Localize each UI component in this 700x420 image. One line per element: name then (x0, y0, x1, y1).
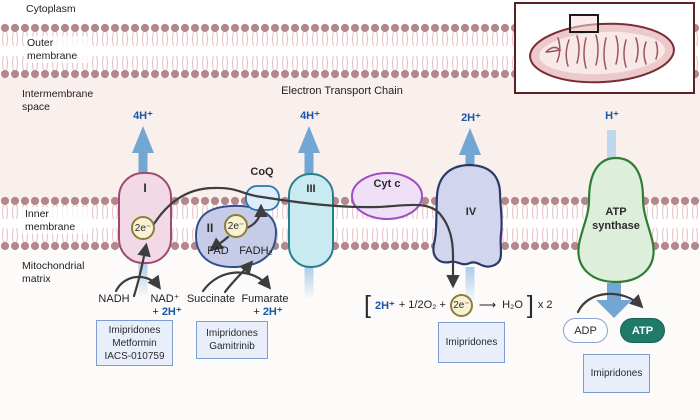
drug-box-complex1: Imipridones Metformin IACS-010759 (96, 320, 173, 366)
fumarate-label: Fumarate (241, 293, 289, 305)
proton-channel-complex1-bottom (138, 262, 148, 298)
drug-name: IACS-010759 (104, 350, 165, 362)
complex1-label: I (143, 181, 147, 195)
mitochondrion-illustration (529, 14, 675, 84)
drug-name: Imipridones (445, 337, 498, 348)
drug-box-complex4: Imipridones (438, 322, 505, 363)
drug-name: Imipridones (108, 324, 161, 336)
plus-sign: + (152, 306, 159, 318)
outer-membrane-label: Outer membrane (24, 36, 90, 63)
mitochondrial-matrix-label: Mitochondrial matrix (22, 260, 85, 285)
mitochondrion-inset (514, 2, 695, 94)
proton-label-complex1: 4H⁺ (133, 110, 153, 122)
oxygen-reduction-reaction: [ 2H⁺ + 1/2O₂ + 2e⁻ ⟶ H₂O ] x 2 (362, 289, 555, 321)
electron-path-main (146, 186, 460, 289)
proton-arrow-synthase-down (596, 283, 632, 318)
intermembrane-space-label: Intermembrane space (22, 88, 94, 113)
electron-pair-reaction: 2e⁻ (449, 293, 473, 317)
reaction-oxygen: + 1/2O₂ + (398, 299, 446, 311)
reaction-multiplier: x 2 (537, 299, 553, 311)
drug-name: Gamitrinib (209, 341, 255, 352)
nad-label: NAD⁺ (150, 293, 180, 305)
complex4-shape (432, 163, 503, 268)
fadh2-label: FADH₂ (239, 245, 273, 257)
coq-label: CoQ (250, 166, 274, 178)
proton-arrow-complex4 (459, 128, 481, 170)
cytc-label: Cyt c (373, 178, 401, 190)
bracket-close: ] (526, 290, 534, 319)
two-h-plus: 2H⁺ (161, 306, 182, 318)
reaction-protons: 2H⁺ (374, 299, 395, 312)
arrow-nadh-to-complex1 (132, 242, 151, 298)
plus-sign: + (253, 306, 260, 318)
cristae (545, 34, 659, 70)
drug-name: Imipridones (206, 328, 258, 339)
arrow-electrons-to-fad (209, 235, 230, 252)
cytoplasm-label: Cytoplasm (26, 3, 76, 15)
atp-pill: ATP (620, 318, 665, 343)
fumarate-proton-label: + 2H⁺ (253, 306, 282, 319)
reaction-product: H₂O (502, 299, 523, 311)
drug-name: Metformin (112, 337, 157, 349)
proton-label-synthase: H⁺ (605, 110, 619, 122)
electron-pair-complex1: 2e⁻ (131, 216, 155, 240)
succinate-label: Succinate (186, 293, 236, 305)
inner-membrane-label: Inner membrane (22, 207, 92, 234)
arrow-complex2-to-coq (245, 203, 268, 230)
proton-channel-complex3-bottom (304, 266, 314, 300)
proton-label-complex4: 2H⁺ (461, 112, 481, 124)
complex4-label: IV (465, 206, 477, 218)
complex3-label: III (306, 183, 316, 195)
intermembrane-space-band (0, 77, 700, 201)
drug-box-synthase: Imipridones (583, 354, 650, 393)
fad-label: FAD (207, 245, 229, 257)
proton-arrow-complex3 (298, 126, 320, 176)
proton-channel-complex4-bottom (465, 267, 475, 303)
drug-name: Imipridones (590, 368, 643, 379)
electron-pair-complex2: 2e⁻ (224, 214, 248, 238)
arrow-nadh-to-nad (114, 274, 161, 293)
drug-box-complex2: Imipridones Gamitrinib (196, 321, 268, 359)
arrow-succinate-to-fumarate (201, 271, 272, 293)
proton-channel-synthase-top (607, 130, 616, 163)
two-h-plus: 2H⁺ (262, 306, 283, 318)
complex2-label: II (206, 221, 214, 235)
proton-arrow-complex1 (132, 126, 154, 177)
arrow-adp-to-atp (576, 292, 644, 314)
proton-label-complex3: 4H⁺ (300, 110, 320, 122)
mitochondrion-inner (539, 31, 665, 75)
zoom-region-box (569, 14, 599, 33)
nad-proton-label: + 2H⁺ (152, 306, 181, 319)
diagram-title: Electron Transport Chain (281, 85, 403, 97)
atp-synthase-shape (577, 156, 655, 284)
arrow-succinate-to-fadh2 (223, 260, 254, 294)
complex3-shape (288, 173, 334, 268)
atp-synthase-label-line1: ATP (605, 206, 627, 218)
adp-pill: ADP (563, 318, 608, 343)
bracket-open: [ (364, 290, 371, 319)
nadh-label: NADH (98, 293, 130, 305)
reaction-arrow: ⟶ (478, 298, 497, 312)
atp-synthase-label-line2: synthase (592, 220, 640, 232)
